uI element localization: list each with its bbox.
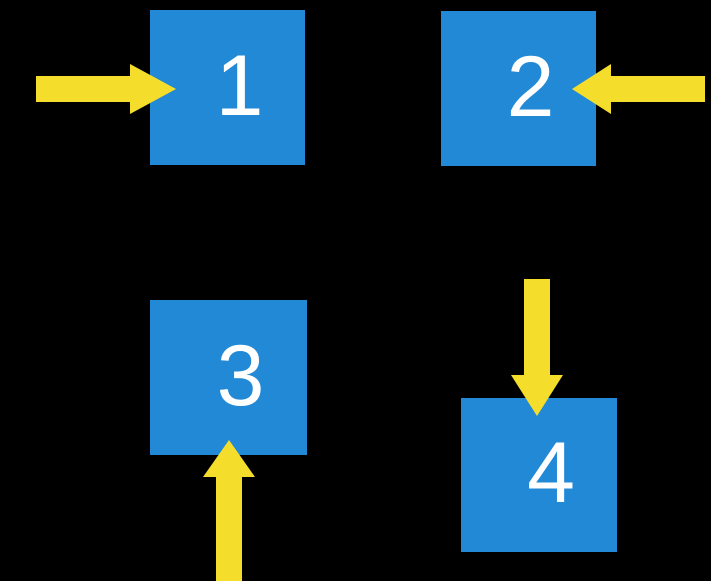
node-box-1[interactable]: 1 [150, 10, 305, 165]
arrow-left-into-node-2 [572, 58, 711, 120]
arrow-up-icon [203, 440, 255, 581]
node-box-4[interactable]: 4 [461, 398, 617, 552]
node-label-3: 3 [216, 327, 265, 424]
arrow-down-into-node-4 [506, 279, 568, 416]
arrow-up-into-node-3 [198, 440, 260, 581]
node-label-4: 4 [527, 425, 575, 521]
arrow-left-icon [572, 64, 705, 114]
node-box-2[interactable]: 2 [441, 11, 596, 166]
arrow-down-icon [511, 279, 563, 416]
node-label-2: 2 [506, 38, 555, 135]
arrow-right-into-node-1 [30, 58, 176, 120]
node-label-1: 1 [215, 37, 264, 134]
node-box-3[interactable]: 3 [150, 300, 307, 455]
arrow-right-icon [36, 64, 176, 114]
